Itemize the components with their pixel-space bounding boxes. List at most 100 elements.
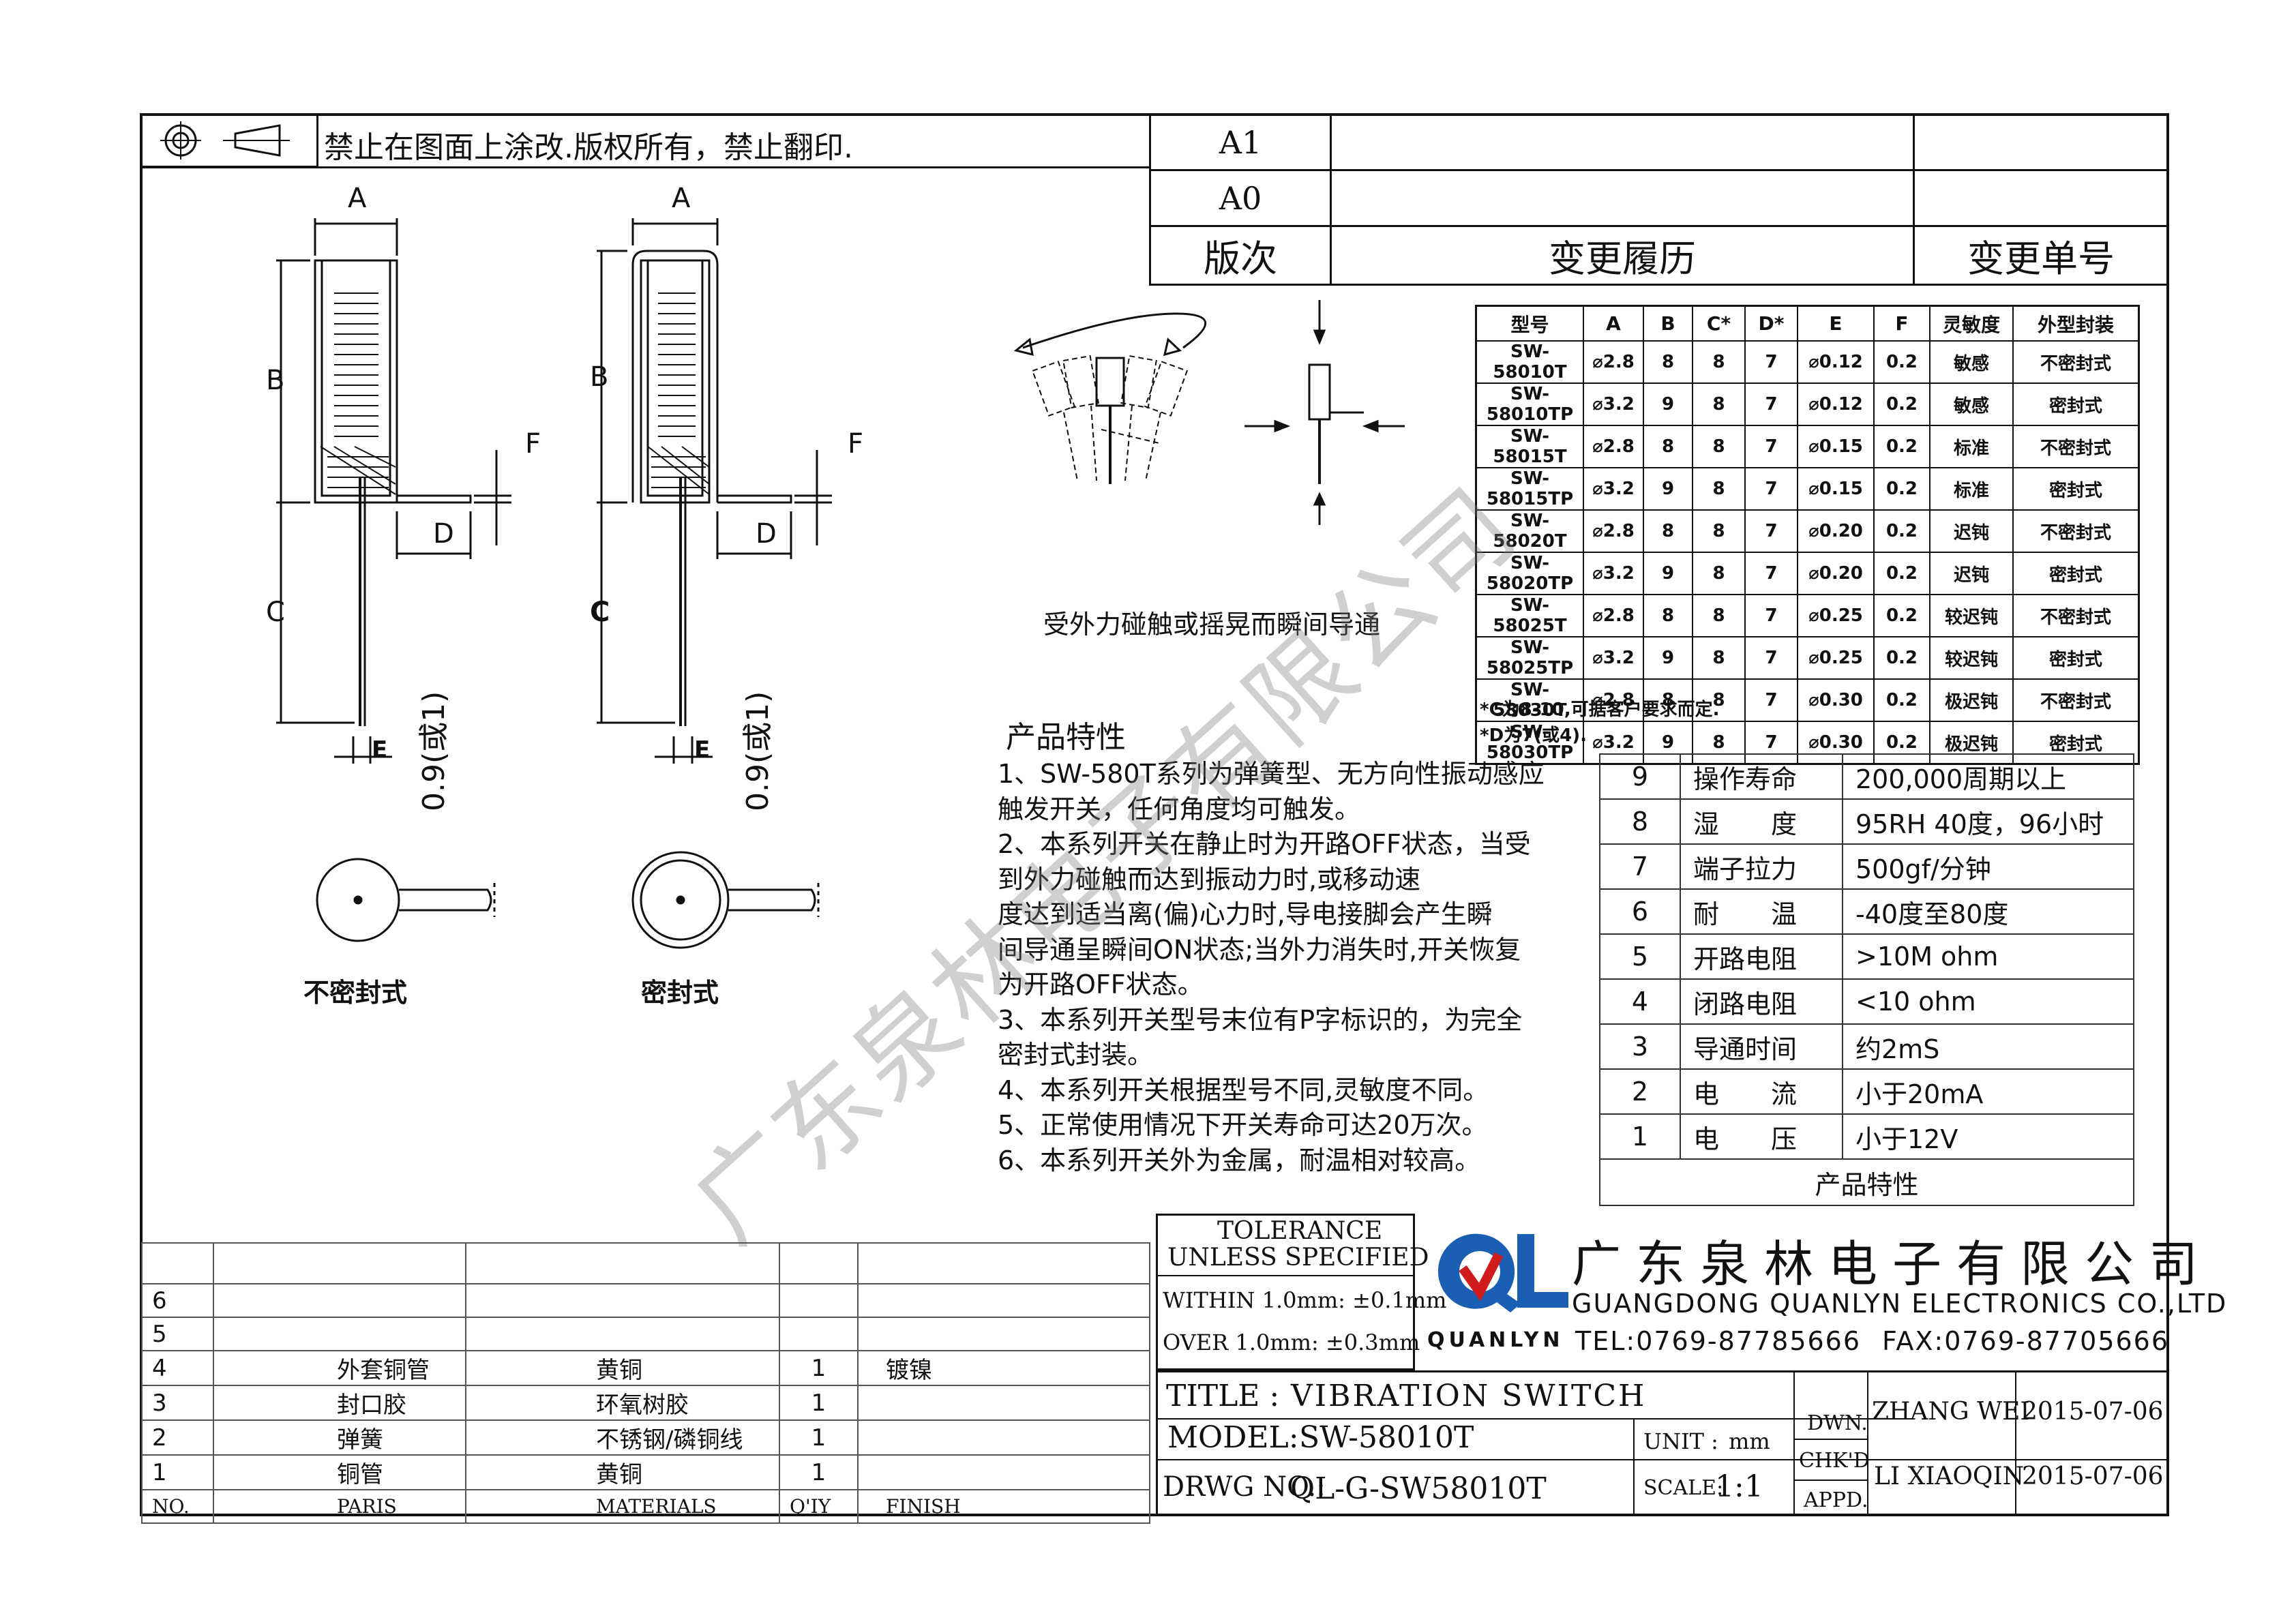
bom-cell: 铜管 bbox=[213, 1454, 466, 1490]
revision-header-number: 变更单号 bbox=[1913, 225, 2169, 286]
dwn-date: 2015-07-06 bbox=[2022, 1398, 2164, 1426]
revision-version: A0 bbox=[1149, 169, 1332, 227]
spec-header: E bbox=[1797, 305, 1875, 342]
dim-label-e-sealed: E bbox=[694, 736, 711, 764]
property-name: 耐 温 bbox=[1680, 888, 1843, 935]
dim-label-a-sealed: A bbox=[672, 183, 691, 214]
spec-cell: 7 bbox=[1744, 594, 1798, 637]
spec-cell: 0.2 bbox=[1873, 509, 1930, 553]
spec-cell: 0.2 bbox=[1873, 467, 1930, 511]
spec-cell: 9 bbox=[1643, 382, 1693, 426]
spec-cell: 9 bbox=[1643, 636, 1693, 680]
bom-cell: 黄铜 bbox=[465, 1350, 780, 1386]
quanlyn-logo-icon bbox=[1437, 1233, 1568, 1312]
spec-cell: 8 bbox=[1692, 594, 1746, 637]
model-value: SW-58010T bbox=[1299, 1420, 1474, 1455]
spec-cell: 7 bbox=[1744, 636, 1798, 680]
spec-cell: 0.2 bbox=[1873, 425, 1930, 468]
sealed-bottom-view bbox=[631, 851, 820, 949]
motion-diagram bbox=[1013, 300, 1405, 525]
spec-cell: ⌀3.2 bbox=[1583, 552, 1644, 595]
spec-cell: 7 bbox=[1744, 552, 1798, 595]
spec-cell: SW-58015T bbox=[1475, 425, 1584, 468]
spec-cell: ⌀2.8 bbox=[1583, 425, 1644, 468]
drwg-label: DRWG NO.: bbox=[1163, 1471, 1326, 1503]
property-no: 8 bbox=[1599, 798, 1681, 845]
spec-header: B bbox=[1643, 305, 1693, 342]
title-block bbox=[1156, 1370, 2169, 1516]
spec-cell: 不密封式 bbox=[2012, 594, 2140, 637]
spec-cell: 密封式 bbox=[2012, 467, 2140, 511]
property-value: 95RH 40度，96小时 bbox=[1842, 798, 2134, 845]
drwg-value: QL-G-SW58010T bbox=[1290, 1471, 1547, 1506]
bom-cell: 1 bbox=[141, 1454, 214, 1490]
property-name: 操作寿命 bbox=[1680, 753, 1843, 800]
header-rule bbox=[140, 166, 1149, 168]
property-name: 湿 度 bbox=[1680, 798, 1843, 845]
chk-name: LI XIAOQIN bbox=[1874, 1462, 2025, 1490]
bom-cell bbox=[857, 1317, 1150, 1351]
model-label: MODEL: bbox=[1167, 1420, 1299, 1455]
model-rule bbox=[1156, 1459, 2169, 1460]
spec-header: C* bbox=[1692, 305, 1746, 342]
bom-cell: 4 bbox=[141, 1350, 214, 1386]
motion-caption: 受外力碰触或摇晃而瞬间导通 bbox=[1043, 610, 1381, 640]
bom-cell: 不锈钢/磷铜线 bbox=[465, 1420, 780, 1456]
revision-history bbox=[1330, 113, 1915, 171]
appd-label: APPD. bbox=[1804, 1488, 1868, 1512]
spec-cell: ⌀3.2 bbox=[1583, 636, 1644, 680]
feature-line: 为开路OFF状态。 bbox=[998, 970, 1204, 1000]
spec-cell: 敏感 bbox=[1929, 382, 2014, 426]
bom-cell: 1 bbox=[779, 1350, 859, 1386]
property-value: 500gf/分钟 bbox=[1842, 843, 2134, 890]
spec-cell: 0.2 bbox=[1873, 340, 1930, 384]
property-no: 7 bbox=[1599, 843, 1681, 890]
spec-header: 灵敏度 bbox=[1929, 305, 2014, 342]
third-angle-projection-icon bbox=[160, 121, 290, 160]
dim-label-b: B bbox=[266, 365, 285, 396]
property-value: >10M ohm bbox=[1842, 933, 2134, 980]
revision-number bbox=[1913, 113, 2169, 171]
caption-sealed: 密封式 bbox=[641, 978, 719, 1008]
spec-cell: SW-58030TP bbox=[1475, 721, 1584, 765]
company-name-en: GUANGDONG QUANLYN ELECTRONICS CO.,LTD bbox=[1572, 1289, 2228, 1319]
tolerance-line4: OVER 1.0mm: ±0.3mm bbox=[1163, 1330, 1420, 1355]
dim-label-f: F bbox=[525, 428, 541, 460]
spec-cell: 标准 bbox=[1929, 425, 2014, 468]
property-name: 开路电阻 bbox=[1680, 933, 1843, 980]
bom-cell bbox=[779, 1317, 859, 1351]
spec-cell: ⌀2.8 bbox=[1583, 678, 1644, 722]
side-dimension-sealed: 0.9(或1) bbox=[741, 691, 775, 811]
bom-cell bbox=[857, 1385, 1150, 1421]
revision-number bbox=[1913, 169, 2169, 227]
feature-line: 密封式封装。 bbox=[998, 1040, 1154, 1070]
dim-label-a: A bbox=[348, 183, 367, 214]
bom-cell bbox=[213, 1283, 466, 1318]
spec-cell: 8 bbox=[1692, 467, 1746, 511]
tolerance-rule bbox=[1156, 1275, 1415, 1276]
bom-cell: 1 bbox=[779, 1385, 859, 1421]
side-dimension: 0.9(或1) bbox=[417, 691, 451, 811]
spec-cell: 8 bbox=[1643, 425, 1693, 468]
feature-line: 度达到适当离(偏)心力时,导电接脚会产生瞬 bbox=[998, 899, 1493, 929]
feature-line: 4、本系列开关根据型号不同,灵敏度不同。 bbox=[998, 1075, 1489, 1105]
spec-cell: 0.2 bbox=[1873, 678, 1930, 722]
bom-header: FINISH bbox=[857, 1489, 1150, 1524]
bom-cell: 弹簧 bbox=[213, 1420, 466, 1456]
spec-cell: 8 bbox=[1643, 594, 1693, 637]
spec-cell: ⌀0.12 bbox=[1797, 382, 1875, 426]
tolerance-box bbox=[1156, 1214, 1415, 1370]
spec-cell: ⌀2.8 bbox=[1583, 340, 1644, 384]
